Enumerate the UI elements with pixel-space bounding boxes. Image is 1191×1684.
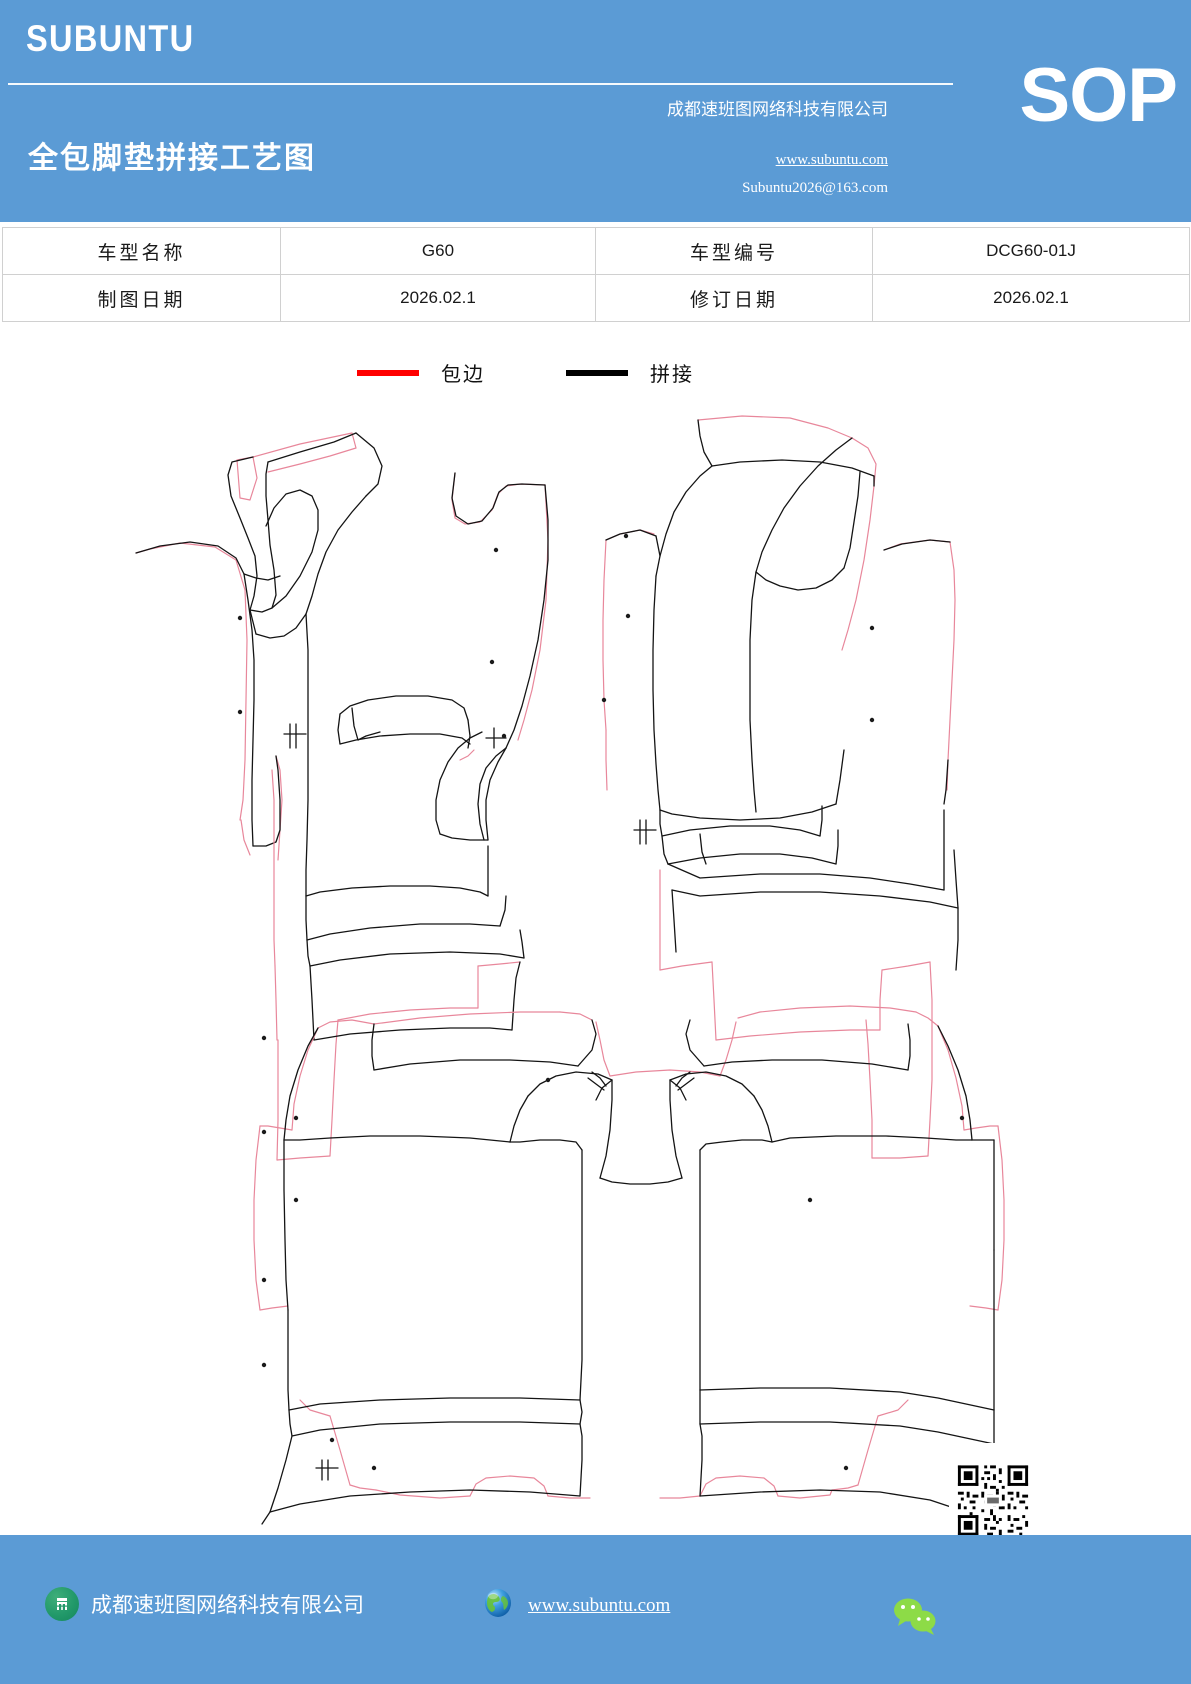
header-company-name: 成都速班图网络科技有限公司 xyxy=(667,100,888,119)
draw-date-value: 2026.02.1 xyxy=(280,274,596,322)
revise-date-value: 2026.02.1 xyxy=(872,274,1190,322)
marker-dots xyxy=(237,533,965,1471)
page-header: SUBUNTU 全包脚垫拼接工艺图 成都速班图网络科技有限公司 SOP www.… xyxy=(0,0,1191,222)
footer-company-name: 成都速班图网络科技有限公司 xyxy=(91,1593,364,1617)
footer-website[interactable]: www.subuntu.com xyxy=(480,1585,670,1626)
globe-icon xyxy=(480,1585,516,1626)
header-website-link[interactable]: www.subuntu.com xyxy=(775,152,888,168)
vehicle-info-table: 车型名称 G60 车型编号 DCG60-01J 制图日期 2026.02.1 修… xyxy=(2,227,1190,322)
stitching-lines-right-extension xyxy=(671,889,959,971)
binding-line-swatch xyxy=(357,369,419,376)
header-divider xyxy=(8,83,953,85)
binding-lines-front-right xyxy=(602,415,956,791)
page-footer: 成都速班图网络科技有限公司 w xyxy=(0,1535,1191,1684)
legend-item-binding: 包边 xyxy=(357,358,485,387)
table-row: 制图日期 2026.02.1 修订日期 2026.02.1 xyxy=(2,274,1190,322)
legend: 包边 拼接 xyxy=(0,358,1191,398)
sop-badge: SOP xyxy=(1019,53,1178,138)
revise-date-label: 修订日期 xyxy=(595,274,873,322)
qr-code xyxy=(949,1443,1037,1558)
building-icon xyxy=(45,1587,79,1621)
binding-lines-right-extension xyxy=(659,869,933,1159)
header-email[interactable]: Subuntu2026@163.com xyxy=(742,180,888,196)
model-name-label: 车型名称 xyxy=(2,227,281,275)
page-title: 全包脚垫拼接工艺图 xyxy=(28,142,316,175)
brand-logo: SUBUNTU xyxy=(26,18,195,59)
wechat-icon xyxy=(890,1595,942,1642)
footer-company: 成都速班图网络科技有限公司 xyxy=(45,1587,364,1621)
floor-mat-pattern-drawing xyxy=(0,400,1191,1530)
stitching-lines-front-left xyxy=(135,432,549,967)
stitching-lines-front-right xyxy=(605,419,959,909)
stitching-lines-left-extension xyxy=(309,961,521,1041)
footer-website-url[interactable]: www.subuntu.com xyxy=(528,1594,671,1616)
legend-label-binding: 包边 xyxy=(441,364,485,386)
model-code-value: DCG60-01J xyxy=(872,227,1190,275)
draw-date-label: 制图日期 xyxy=(2,274,281,322)
legend-item-stitching: 拼接 xyxy=(566,358,694,387)
stitching-line-swatch xyxy=(566,369,628,376)
legend-label-stitching: 拼接 xyxy=(650,364,694,386)
model-name-value: G60 xyxy=(280,227,596,275)
binding-lines-rear xyxy=(253,1005,1005,1499)
model-code-label: 车型编号 xyxy=(595,227,873,275)
table-row: 车型名称 G60 车型编号 DCG60-01J xyxy=(2,227,1190,275)
stitching-lines-rear xyxy=(261,1019,1011,1525)
